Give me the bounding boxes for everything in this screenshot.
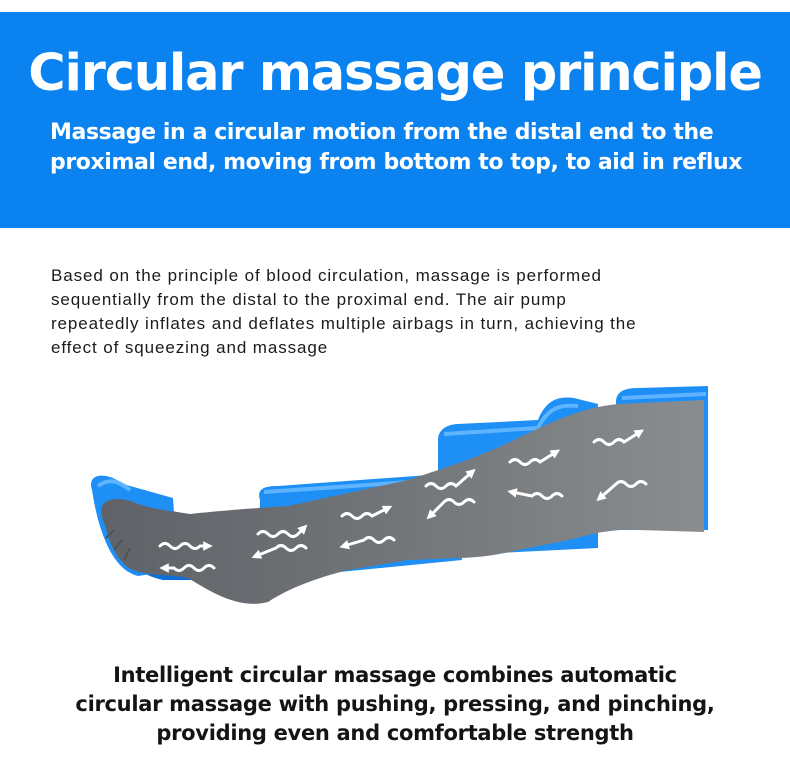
flow-arrows — [158, 429, 648, 573]
caption-line: providing even and comfortable strength — [156, 721, 634, 745]
banner-subtitle-line: Massage in a circular motion from the di… — [50, 120, 714, 145]
flow-arrow-left — [251, 544, 308, 559]
flow-arrow-right — [158, 541, 213, 551]
flow-arrow-left — [596, 480, 648, 502]
banner-subtitle-line: proximal end, moving from bottom to top,… — [50, 150, 743, 175]
flow-arrow-left — [159, 563, 216, 573]
top-margin — [0, 0, 790, 12]
flow-arrow-left — [507, 488, 564, 500]
description-line: Based on the principle of blood circulat… — [51, 266, 602, 285]
description-line: effect of squeezing and massage — [51, 338, 329, 357]
flow-arrow-left — [426, 498, 476, 520]
flow-arrow-left — [339, 536, 396, 550]
flow-arrow-right — [340, 505, 393, 520]
header-banner: Circular massage principle Massage in a … — [0, 12, 790, 228]
page-title: Circular massage principle — [28, 44, 763, 103]
description-line: sequentially from the distal to the prox… — [51, 290, 567, 309]
caption-line: Intelligent circular massage combines au… — [113, 663, 677, 687]
banner-subtitle: Massage in a circular motion from the di… — [50, 118, 770, 178]
flow-arrow-right — [592, 429, 645, 446]
flow-arrow-right — [256, 524, 308, 538]
leg-massage-illustration — [90, 386, 708, 604]
flow-arrow-right — [508, 449, 561, 466]
bottom-caption: Intelligent circular massage combines au… — [0, 661, 790, 748]
flow-arrow-right — [424, 468, 476, 490]
caption-line: circular massage with pushing, pressing,… — [75, 692, 715, 716]
description-paragraph: Based on the principle of blood circulat… — [51, 264, 751, 360]
leg-shape — [101, 400, 704, 604]
description-line: repeatedly inflates and deflates multipl… — [51, 314, 637, 333]
